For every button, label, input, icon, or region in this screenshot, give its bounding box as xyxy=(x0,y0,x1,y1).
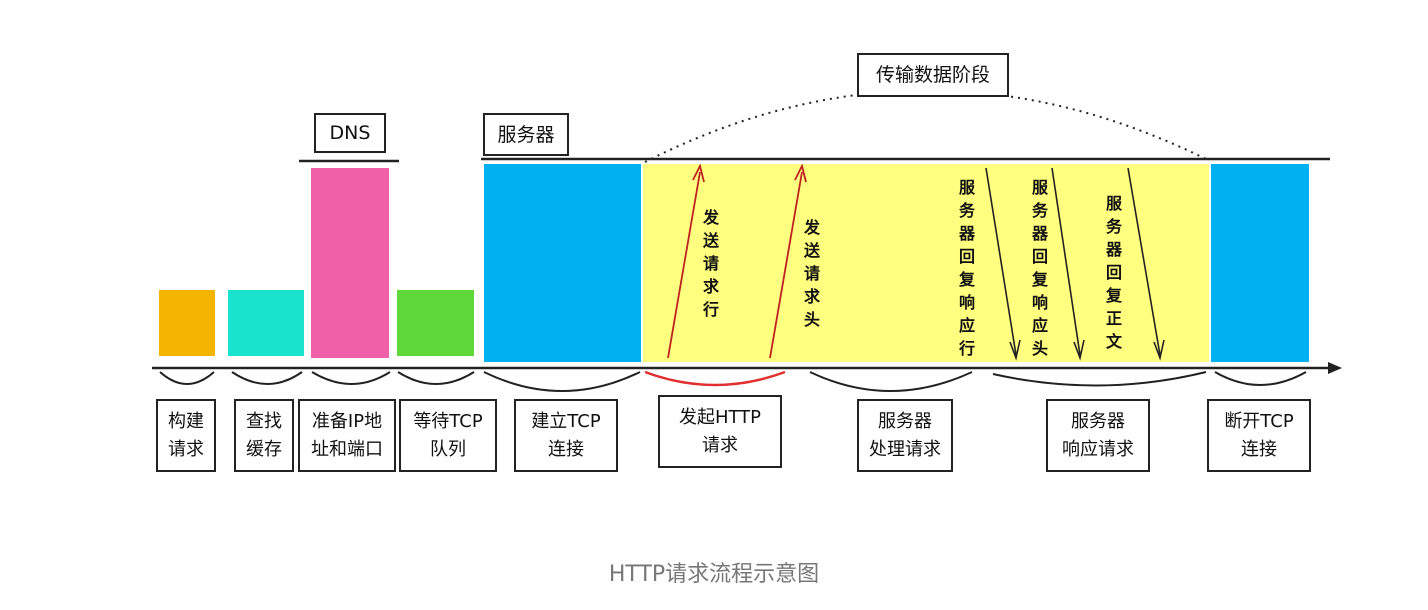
stage-label-tcp-queue: 等待TCP 队列 xyxy=(399,399,497,472)
arrow-request-header-head xyxy=(794,163,807,183)
brace-cache xyxy=(231,371,303,385)
stage-label-build-request: 构建 请求 xyxy=(156,399,216,472)
arrow-text-response-line: 服务器回复响应行 xyxy=(958,178,975,358)
arrow-response-line-head xyxy=(1009,339,1021,361)
brace-server-process xyxy=(809,371,973,392)
brace-build xyxy=(159,371,215,385)
block-transfer xyxy=(643,164,1209,362)
arrow-text-response-body: 服务器回复正文 xyxy=(1105,194,1122,351)
stage-label-find-cache: 查找 缓存 xyxy=(234,399,294,472)
brace-dns xyxy=(311,371,391,385)
block-dns xyxy=(311,168,389,358)
arrow-response-line xyxy=(985,167,1017,356)
arrow-request-line xyxy=(667,171,701,359)
stage-label-tcp-close: 断开TCP 连接 xyxy=(1207,399,1311,472)
server-label: 服务器 xyxy=(483,113,569,156)
arrow-text-request-header: 发送请求头 xyxy=(803,218,820,329)
brace-http-request xyxy=(644,370,786,387)
timeline-arrowhead xyxy=(1328,362,1342,374)
transfer-dotted-arc xyxy=(644,89,1209,163)
dns-label: DNS xyxy=(314,113,386,153)
brace-tcp-close xyxy=(1214,371,1307,386)
block-tcp-connect xyxy=(484,164,641,362)
arrow-response-body-head xyxy=(1153,339,1165,361)
stage-label-server-process: 服务器 处理请求 xyxy=(857,399,953,472)
stage-label-prepare-ip: 准备IP地 址和端口 xyxy=(298,399,396,472)
stage-label-server-response: 服务器 响应请求 xyxy=(1046,399,1150,472)
stage-label-tcp-connect: 建立TCP 连接 xyxy=(514,399,618,472)
block-find-cache xyxy=(228,290,304,356)
arrow-text-request-line: 发送请求行 xyxy=(702,208,719,319)
arrow-response-header xyxy=(1051,167,1081,356)
arrow-text-response-header: 服务器回复响应头 xyxy=(1031,178,1048,358)
arrow-request-line-head xyxy=(692,163,705,183)
brace-queue xyxy=(397,371,475,385)
figure-caption: HTTP请求流程示意图 xyxy=(608,562,820,587)
block-build-request xyxy=(159,290,215,356)
brace-server-response xyxy=(992,371,1207,387)
arrow-request-header xyxy=(769,171,803,359)
block-tcp-queue xyxy=(397,290,474,356)
brace-tcp-connect xyxy=(483,371,641,392)
arrow-response-body xyxy=(1127,167,1161,356)
stage-label-http-request: 发起HTTP 请求 xyxy=(658,395,782,468)
transfer-stage-label: 传输数据阶段 xyxy=(857,53,1009,97)
arrow-response-header-head xyxy=(1073,339,1085,361)
block-tcp-close xyxy=(1211,164,1309,362)
